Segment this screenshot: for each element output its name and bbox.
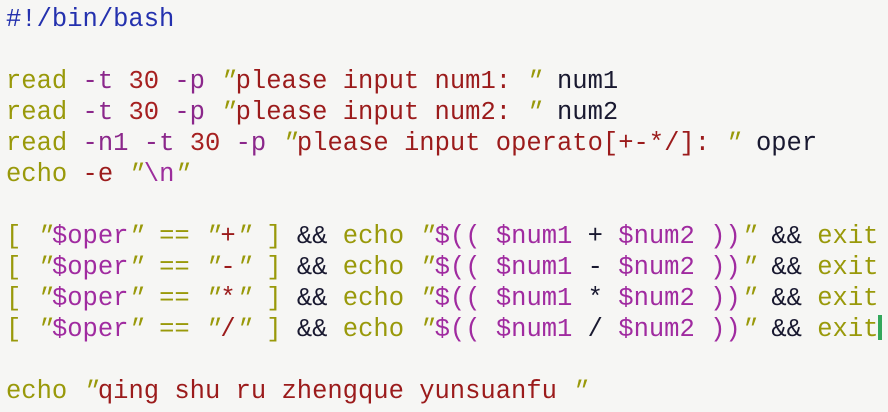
token-string: qing shu ru zhengque yunsuanfu xyxy=(97,377,573,406)
token-keyword: [ xyxy=(6,253,22,282)
token-string: please input operato[+-*/]: xyxy=(296,129,726,158)
code-line: [ "$oper" == "-" ] && echo "$(( $num1 - … xyxy=(6,252,888,283)
token-keyword: echo xyxy=(342,284,404,313)
token-variable: $num2 )) xyxy=(602,284,741,313)
token-option: -p xyxy=(174,98,205,127)
token-keyword: echo xyxy=(6,377,68,406)
token-plain: && xyxy=(756,315,818,344)
token-variable: $(( $num1 xyxy=(434,284,588,313)
token-string: please input num1: xyxy=(235,67,527,96)
code-line: [ "$oper" == "/" ] && echo "$(( $num1 / … xyxy=(6,314,888,345)
code-line: read -t 30 -p "please input num2: " num2 xyxy=(6,97,888,128)
token-keyword: ] xyxy=(266,222,282,251)
token-plain xyxy=(174,129,189,158)
token-plain xyxy=(67,98,82,127)
token-variable: $num2 )) xyxy=(602,222,741,251)
token-plain: num2 xyxy=(541,98,619,127)
token-escape: \n xyxy=(143,160,175,189)
token-string: * xyxy=(220,284,236,313)
token-option: -p xyxy=(235,129,267,158)
token-number: 30 xyxy=(128,98,160,127)
token-plain xyxy=(159,98,174,127)
code-line xyxy=(6,190,888,221)
token-plain xyxy=(67,160,82,189)
token-plain xyxy=(113,67,128,96)
token-variable: $num2 )) xyxy=(602,315,741,344)
token-plain: && xyxy=(281,253,343,282)
token-keyword: [ xyxy=(6,315,22,344)
token-keyword: [ xyxy=(6,222,22,251)
token-plain xyxy=(113,98,128,127)
token-variable: $(( $num1 xyxy=(434,253,588,282)
token-option: -t xyxy=(143,129,175,158)
token-option: -t xyxy=(82,98,114,127)
code-line: echo "qing shu ru zhengque yunsuanfu " xyxy=(6,376,888,407)
code-line: [ "$oper" == "+" ] && echo "$(( $num1 + … xyxy=(6,221,888,252)
code-line: [ "$oper" == "*" ] && echo "$(( $num1 * … xyxy=(6,283,888,314)
code-line: read -t 30 -p "please input num1: " num1 xyxy=(6,66,888,97)
token-plain: - xyxy=(587,253,603,282)
token-keyword: ] xyxy=(266,253,282,282)
token-plain: && xyxy=(756,222,818,251)
token-plain: && xyxy=(756,284,818,313)
token-option: -p xyxy=(174,67,205,96)
token-keyword: [ xyxy=(6,284,22,313)
token-option: -t xyxy=(82,67,114,96)
token-variable: $oper xyxy=(51,315,129,344)
token-variable: $num2 )) xyxy=(602,253,741,282)
token-keyword: read xyxy=(6,129,68,158)
token-plain: + xyxy=(587,222,603,251)
token-plain: * xyxy=(587,284,603,313)
token-plain: / xyxy=(587,315,603,344)
token-keyword: echo xyxy=(342,222,404,251)
token-plain xyxy=(67,67,82,96)
token-keyword: exit xyxy=(817,222,879,251)
token-keyword: echo xyxy=(342,315,404,344)
token-keyword: ] xyxy=(266,315,282,344)
token-keyword: ] xyxy=(266,284,282,313)
token-keyword: read xyxy=(6,98,68,127)
code-line: echo -e "\n" xyxy=(6,159,888,190)
token-keyword: echo xyxy=(6,160,68,189)
token-keyword: == xyxy=(159,253,190,282)
token-variable: $oper xyxy=(51,284,129,313)
token-option: -n1 xyxy=(82,129,129,158)
token-plain: oper xyxy=(740,129,818,158)
token-plain: && xyxy=(756,253,818,282)
token-plain: && xyxy=(281,222,343,251)
token-variable: $oper xyxy=(51,253,129,282)
text-cursor xyxy=(878,315,883,340)
code-line xyxy=(6,35,888,66)
token-keyword: == xyxy=(159,284,190,313)
token-keyword: read xyxy=(6,67,68,96)
token-plain: num1 xyxy=(541,67,619,96)
token-plain: && xyxy=(281,315,343,344)
code-line: read -n1 -t 30 -p "please input operato[… xyxy=(6,128,888,159)
token-string: + xyxy=(220,222,236,251)
token-string: / xyxy=(220,315,236,344)
token-variable: $oper xyxy=(51,222,129,251)
token-plain xyxy=(159,67,174,96)
token-number: 30 xyxy=(189,129,221,158)
token-keyword: exit xyxy=(817,284,879,313)
token-number: 30 xyxy=(128,67,160,96)
token-plain: && xyxy=(281,284,343,313)
token-plain xyxy=(128,129,143,158)
token-keyword: echo xyxy=(342,253,404,282)
token-keyword: exit xyxy=(817,253,879,282)
token-keyword: == xyxy=(159,315,190,344)
token-string: - xyxy=(220,253,236,282)
token-plain xyxy=(67,129,82,158)
token-keyword: == xyxy=(159,222,190,251)
code-line: #!/bin/bash xyxy=(6,4,888,35)
token-string: please input num2: xyxy=(235,98,527,127)
token-shebang: #!/bin/bash xyxy=(6,5,175,34)
token-plain xyxy=(220,129,235,158)
token-variable: $(( $num1 xyxy=(434,315,588,344)
token-string: -e xyxy=(82,160,114,189)
code-line xyxy=(6,345,888,376)
token-variable: $(( $num1 xyxy=(434,222,588,251)
token-keyword: exit xyxy=(817,315,879,344)
